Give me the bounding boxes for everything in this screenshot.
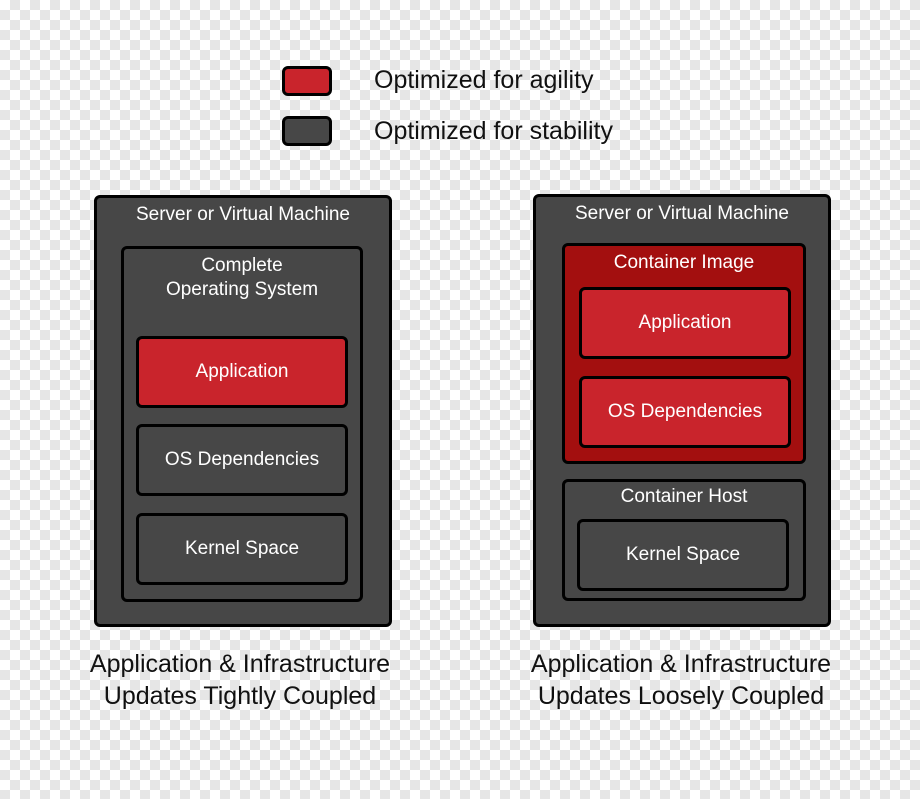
legend-label-agility: Optimized for agility xyxy=(374,66,594,94)
left-os-dependencies-box: OS Dependencies xyxy=(136,424,348,496)
right-os-dependencies-box: OS Dependencies xyxy=(579,376,791,448)
left-os-dependencies-label: OS Dependencies xyxy=(164,449,320,470)
right-os-dependencies-label: OS Dependencies xyxy=(607,401,763,422)
left-application-box: Application xyxy=(136,336,348,408)
left-server-label: Server or Virtual Machine xyxy=(135,204,351,225)
right-server-box: Server or Virtual Machine Container Imag… xyxy=(533,194,831,627)
left-caption: Application & Infrastructure Updates Tig… xyxy=(89,650,391,710)
container-image-box: Container Image Application OS Dependenc… xyxy=(562,243,806,464)
left-application-label: Application xyxy=(195,361,289,382)
left-kernel-space-label: Kernel Space xyxy=(184,538,300,559)
right-application-label: Application xyxy=(638,312,732,333)
container-host-label: Container Host xyxy=(620,486,748,507)
left-kernel-space-box: Kernel Space xyxy=(136,513,348,585)
left-os-box: Complete Operating System Application OS… xyxy=(121,246,363,602)
right-kernel-space-box: Kernel Space xyxy=(577,519,789,591)
right-kernel-space-label: Kernel Space xyxy=(625,544,741,565)
legend-label-stability: Optimized for stability xyxy=(374,117,613,145)
right-server-label: Server or Virtual Machine xyxy=(574,203,790,224)
right-application-box: Application xyxy=(579,287,791,359)
right-caption: Application & Infrastructure Updates Loo… xyxy=(530,650,832,710)
legend-swatch-agility xyxy=(282,66,332,96)
left-os-label: Complete Operating System xyxy=(165,255,319,300)
left-server-box: Server or Virtual Machine Complete Opera… xyxy=(94,195,392,627)
legend-swatch-stability xyxy=(282,116,332,146)
container-image-label: Container Image xyxy=(613,252,755,273)
container-host-box: Container Host Kernel Space xyxy=(562,479,806,601)
